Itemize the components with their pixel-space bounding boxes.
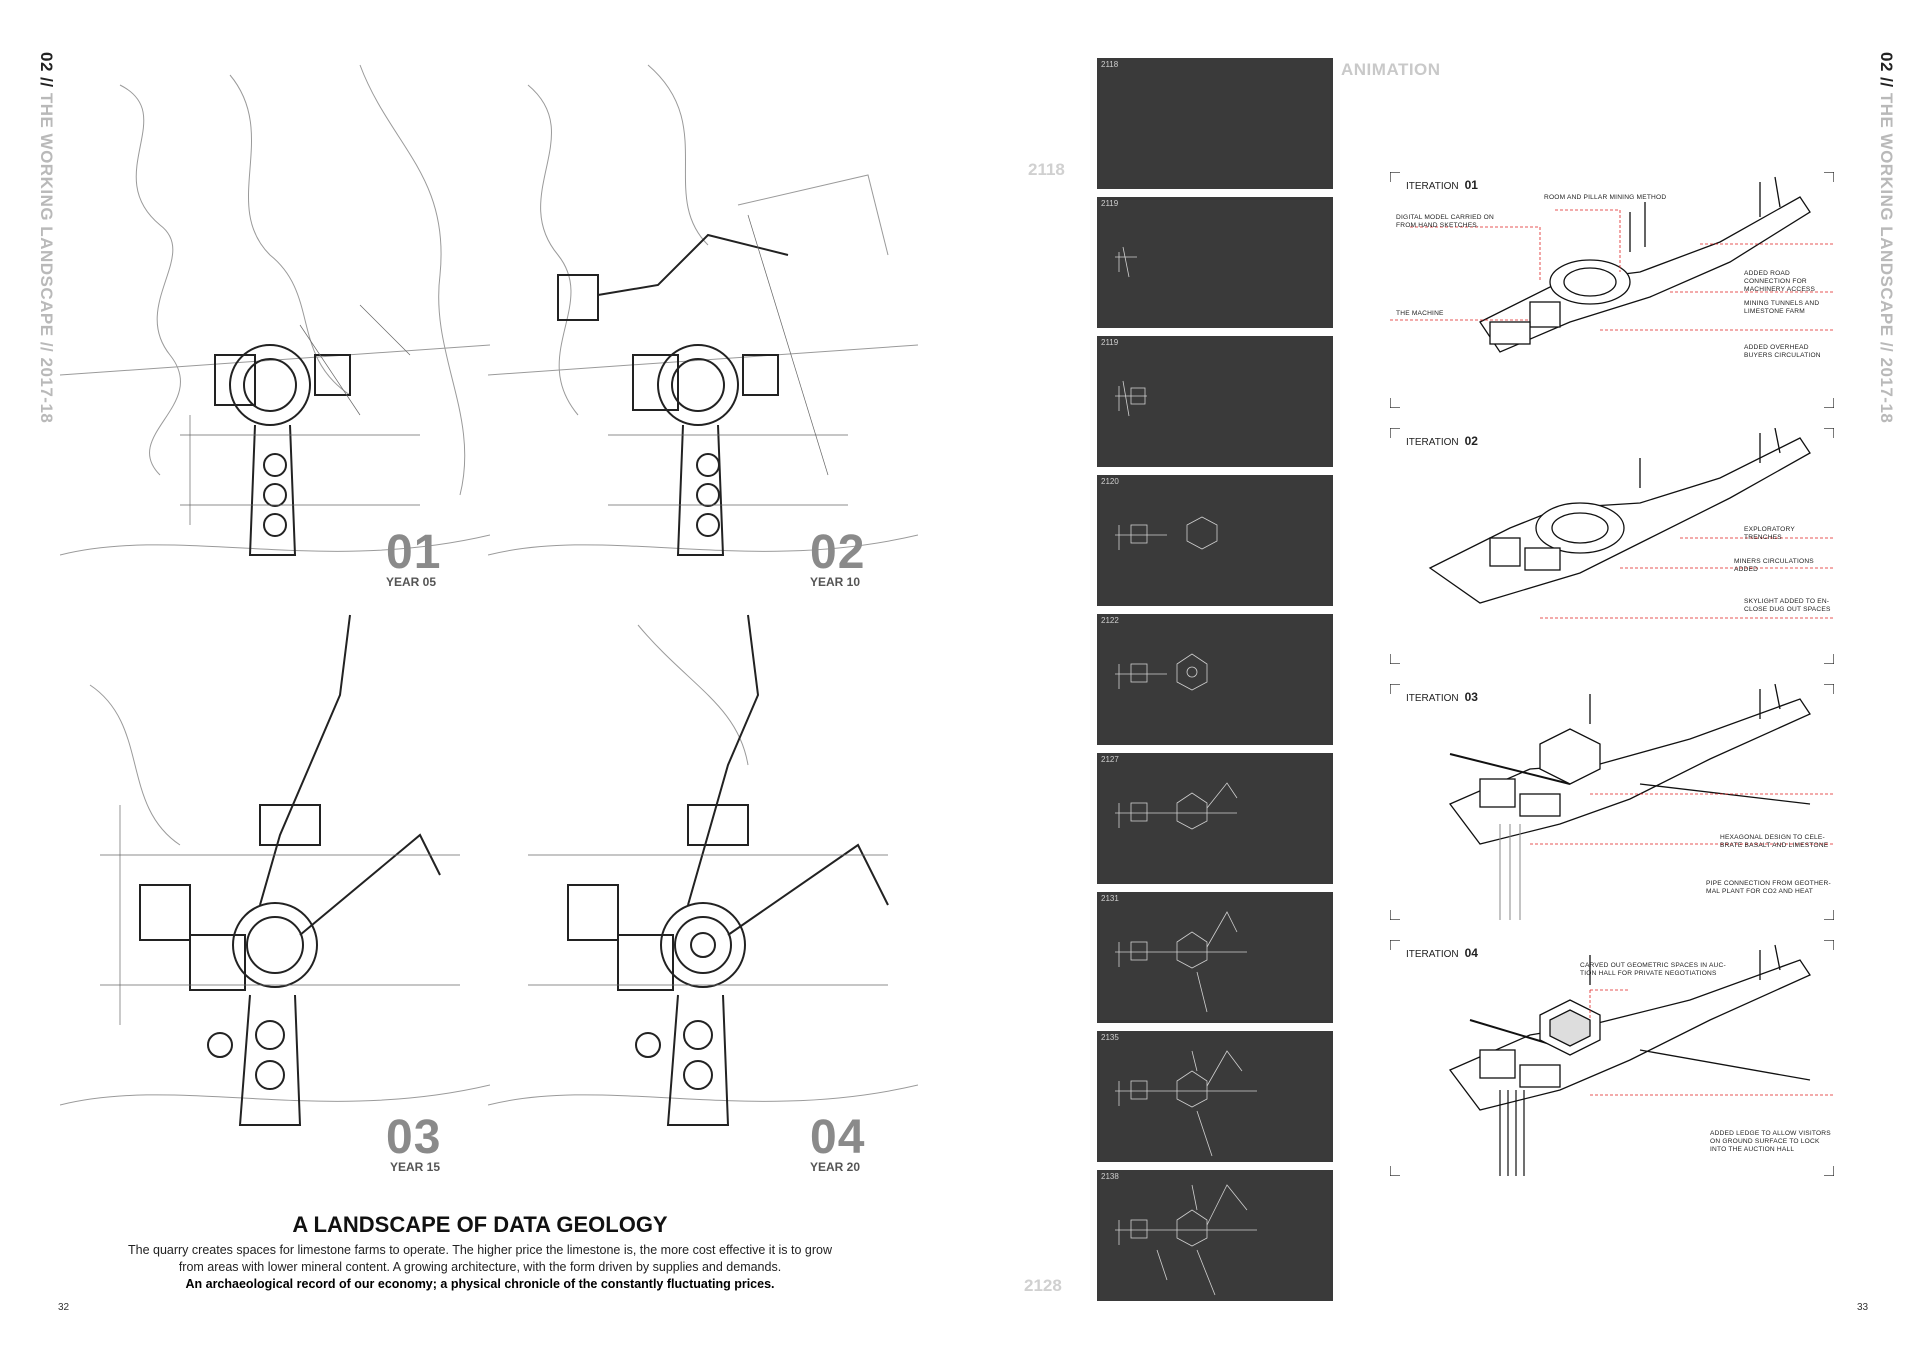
iteration-number: 04 [1464,946,1478,960]
frame-year: 2118 [1101,60,1119,69]
note: Mining tunnels and limestone farm [1744,300,1820,315]
axonometric-drawing [1428,428,1834,619]
animation-frame[interactable]: 2120 [1097,475,1333,606]
plan-year: YEAR 15 [390,1160,441,1174]
frame-drawing [1115,246,1137,278]
animation-frame[interactable]: 2127 [1097,753,1333,884]
frame-year: 2135 [1101,1033,1119,1042]
frame-year: 2131 [1101,894,1119,903]
animation-frame[interactable]: 2119 [1097,336,1333,467]
iteration-02: ITERATION 02 Exploratory trenches Miners … [1390,428,1834,664]
article-title: A LANDSCAPE OF DATA GEOLOGY [292,1212,668,1237]
axonometric-drawing [1448,944,1834,1176]
animation-frame[interactable]: 2138 [1097,1170,1333,1301]
iteration-01: ITERATION 01 Room and pillar mining metho… [1390,172,1834,408]
body-line: The quarry creates spaces for limestone … [127,1243,833,1257]
note: Room and pillar mining method [1544,194,1667,201]
chapter-number: 02 // [37,52,56,88]
plan-drawing [59,614,491,1126]
iteration-label: ITERATION 04 [1406,946,1478,960]
frame-drawing [1115,516,1218,550]
iteration-word: ITERATION [1406,437,1459,448]
plan-number: 03 [386,1111,442,1164]
iteration-label: ITERATION 02 [1406,434,1478,448]
frame-year: 2120 [1101,477,1119,486]
plan-number: 04 [810,1111,866,1164]
plan-drawing [487,614,919,1126]
frame-year: 2138 [1101,1172,1119,1181]
iteration-word: ITERATION [1406,693,1459,704]
animation-frame[interactable]: 2135 [1097,1031,1333,1162]
iteration-word: ITERATION [1406,181,1459,192]
note: Carved out geometric spaces in auc- tion… [1580,962,1726,977]
frame-drawing [1115,653,1208,691]
section-title: THE WORKING LANDSCAPE // 2017-18 [1877,87,1896,424]
animation-title: ANIMATION [1341,60,1441,79]
plan-sketch-03: 03 YEAR 15 [59,605,491,1174]
note: Exploratory trenches [1744,526,1795,541]
frame-drawing [1115,782,1238,830]
running-header-left: 02 // THE WORKING LANDSCAPE // 2017-18 [36,52,58,423]
frame-year: 2119 [1101,338,1119,347]
plan-number: 01 [386,526,442,579]
running-header-right: 02 // THE WORKING LANDSCAPE // 2017-18 [1876,52,1898,423]
iteration-04: ITERATION 04 Carved out geometric spaces … [1390,940,1834,1176]
iteration-number: 01 [1464,178,1478,192]
iteration-03: ITERATION 03 Hexagonal design to cele- br… [1390,684,1834,920]
frame-drawing [1115,911,1247,1013]
article-body: The quarry creates spaces for limestone … [120,1242,840,1293]
axonometric-drawing [1390,176,1834,353]
note: Added ledge to allow visitors on ground … [1710,1130,1831,1153]
note: Digital model carried on from hand sketc… [1396,214,1494,229]
frame-year: 2119 [1101,199,1119,208]
iteration-number: 03 [1464,690,1478,704]
note: Miners circulations added [1734,558,1814,573]
animation-frame[interactable]: 2118 [1097,58,1333,189]
year-end: 2128 [1024,1276,1062,1295]
axonometric-drawing [1448,684,1834,920]
plan-sketch-01: 01 YEAR 05 [59,55,491,595]
animation-frame[interactable]: 2119 [1097,197,1333,328]
frame-drawing [1115,1184,1257,1296]
note: Hexagonal design to cele- brate basalt a… [1720,834,1829,849]
plan-sketch-04: 04 YEAR 20 [487,605,919,1174]
note: Skylight added to en- close dug out spac… [1744,598,1831,613]
iteration-word: ITERATION [1406,949,1459,960]
chapter-number: 02 // [1877,52,1896,88]
note: The machine [1396,310,1444,317]
iteration-label: ITERATION 01 [1406,178,1478,192]
note: Added overhead buyers circulation [1744,344,1821,359]
body-line-emphasis: An archaeological record of our economy;… [185,1277,775,1291]
plan-year: YEAR 05 [386,575,437,589]
frame-year: 2127 [1101,755,1119,764]
iteration-number: 02 [1464,434,1478,448]
plan-number: 02 [810,526,866,579]
frame-year: 2122 [1101,616,1119,625]
frame-drawing [1115,1050,1257,1157]
note: Pipe connection from geother- mal plant … [1706,880,1831,895]
plan-drawing [487,64,919,556]
frame-drawing [1115,380,1147,417]
page-number-left: 32 [58,1302,70,1313]
year-start: 2118 [1028,160,1065,179]
body-line: from areas with lower mineral content. A… [178,1260,782,1274]
animation-frame[interactable]: 2131 [1097,892,1333,1023]
animation-frame[interactable]: 2122 [1097,614,1333,745]
plan-year: YEAR 20 [810,1160,861,1174]
note: Added road connection for machinery acce… [1744,270,1816,293]
page-number-right: 33 [1857,1302,1869,1313]
iteration-label: ITERATION 03 [1406,690,1478,704]
section-title: THE WORKING LANDSCAPE // 2017-18 [37,87,56,424]
plan-drawing [59,64,491,556]
plan-sketch-02: 02 YEAR 10 [487,55,919,595]
plan-year: YEAR 10 [810,575,861,589]
